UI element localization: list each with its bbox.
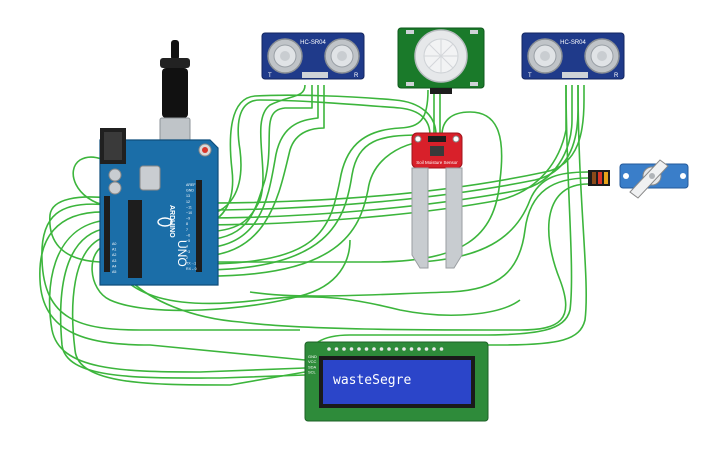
- wire: [59, 227, 306, 379]
- wire: [200, 111, 503, 263]
- analog-pin-label: A1: [112, 248, 116, 252]
- sensor-label: HC-SR04: [560, 40, 586, 46]
- arduino-model: UNO: [175, 240, 189, 267]
- receive-mark: R: [354, 73, 359, 79]
- wire: [419, 171, 589, 263]
- digital-pin-label: 2: [186, 256, 188, 260]
- receive-mark: R: [614, 73, 619, 79]
- wire: [49, 196, 109, 263]
- digital-pin-label: 12: [186, 200, 190, 204]
- wire: [199, 90, 435, 271]
- digital-pin-label: ~3: [186, 250, 190, 254]
- digital-pin-label: 4: [186, 245, 188, 249]
- digital-pin-label: ~10: [186, 211, 192, 215]
- pir-motion-sensor[interactable]: [397, 27, 485, 94]
- wire: [199, 85, 319, 249]
- wire: [129, 183, 589, 331]
- transmit-mark: T: [528, 73, 532, 79]
- wire: [48, 219, 306, 373]
- transmit-mark: T: [268, 73, 272, 79]
- wire: [199, 85, 325, 257]
- usb-connector-icon: [159, 40, 191, 157]
- digital-pin-label: 8: [186, 222, 188, 226]
- wire: [199, 85, 579, 211]
- header-hole: [342, 347, 346, 351]
- pir-dome-icon: [414, 29, 468, 83]
- ultrasonic-sensor-left[interactable]: HC-SR04 T R: [261, 32, 365, 80]
- analog-pin-label: A3: [112, 259, 116, 263]
- wire: [71, 235, 306, 386]
- lcd-pin-label: VCC: [308, 359, 317, 364]
- arduino-uno-board[interactable]: ARDUINO UNO AREFGND1312~11~10~987~6~54~3…: [99, 40, 219, 286]
- wire: [199, 85, 573, 219]
- digital-header: [196, 180, 202, 272]
- analog-pin-label: A5: [112, 270, 116, 274]
- power-jack-icon: [100, 128, 126, 164]
- analog-header: [104, 196, 110, 272]
- header-hole: [364, 347, 369, 351]
- wire: [304, 84, 573, 361]
- wire: [199, 89, 429, 265]
- header-hole: [417, 347, 421, 351]
- wire: [249, 177, 589, 297]
- lcd-pin-label: SCL: [308, 370, 317, 375]
- lcd-pin-label: GND: [308, 354, 317, 359]
- digital-pin-label: TX→1: [186, 261, 196, 265]
- wire: [91, 239, 351, 312]
- wire: [199, 85, 567, 226]
- header-hole: [394, 347, 399, 351]
- soil-moisture-sensor[interactable]: Soil Moisture Sensor: [411, 132, 463, 269]
- digital-pin-label: ~9: [186, 217, 190, 221]
- lcd-text: wasteSegre: [333, 373, 411, 388]
- header-hole: [402, 347, 406, 351]
- sensor-label: HC-SR04: [300, 40, 326, 46]
- header-hole: [387, 347, 391, 351]
- header-hole: [357, 347, 361, 351]
- wire: [199, 99, 431, 216]
- lcd-screen: [323, 360, 471, 404]
- digital-pin-label: GND: [186, 189, 194, 193]
- digital-pin-label: ~6: [186, 233, 190, 237]
- wires: [39, 84, 589, 386]
- header-hole: [379, 347, 384, 351]
- ultrasonic-sensor-right[interactable]: HC-SR04 T R: [521, 32, 625, 80]
- servo-horn-icon: [629, 159, 669, 199]
- wire: [199, 94, 437, 225]
- header-hole: [334, 347, 339, 351]
- header-hole: [372, 347, 376, 351]
- digital-pin-label: ~11: [186, 205, 192, 209]
- digital-pin-label: ~5: [186, 239, 190, 243]
- servo-motor[interactable]: [588, 159, 689, 199]
- atmega-chip: [128, 200, 142, 278]
- wire: [199, 85, 585, 204]
- wire: [39, 211, 306, 361]
- header-hole: [439, 347, 444, 351]
- header-hole: [432, 347, 436, 351]
- analog-pin-label: A4: [112, 264, 116, 268]
- header-hole: [327, 347, 331, 351]
- analog-pin-label: A2: [112, 253, 116, 257]
- lcd-pin-label: SDA: [308, 364, 317, 369]
- analog-pin-label: A0: [112, 242, 116, 246]
- digital-pin-label: AREF: [186, 183, 196, 187]
- digital-pin-label: RX←0: [186, 267, 197, 271]
- header-hole: [349, 347, 354, 351]
- wire: [41, 203, 300, 331]
- wire: [420, 84, 588, 346]
- digital-pin-label: 13: [186, 194, 190, 198]
- header-hole: [424, 347, 429, 351]
- moisture-label: Soil Moisture Sensor: [416, 160, 458, 165]
- digital-pin-label: 7: [186, 228, 188, 232]
- lcd-header-pins: [327, 347, 444, 351]
- wire: [199, 84, 306, 233]
- wire: [107, 249, 521, 316]
- header-hole: [409, 347, 414, 351]
- wire: [199, 85, 313, 241]
